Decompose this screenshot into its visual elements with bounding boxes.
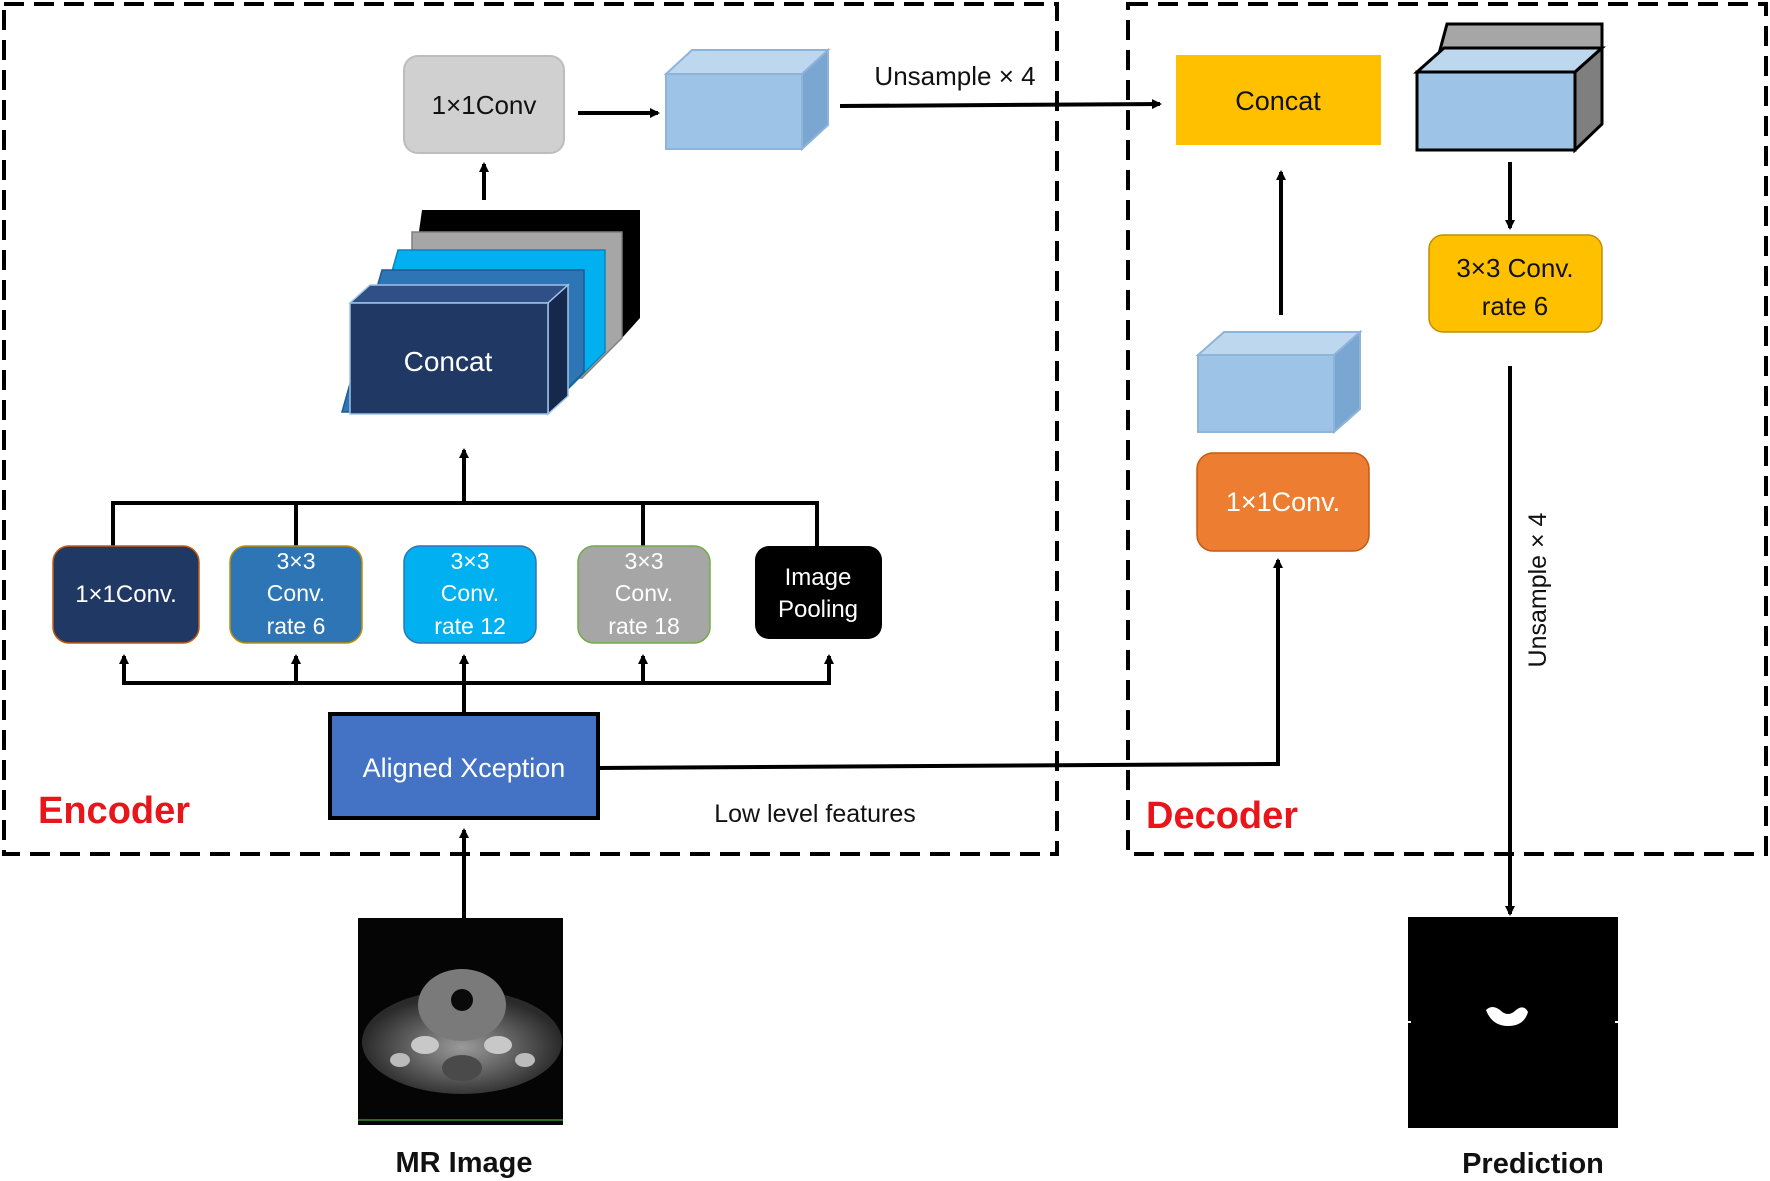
branch-image-pooling-line2: Pooling [778,596,858,623]
decoder-concat-cuboid [1413,22,1606,154]
encoder-feature-cuboid [663,47,831,152]
decoder-low-level-cuboid [1195,329,1363,435]
backbone-box [328,712,600,820]
prediction-label: Prediction [1462,1148,1604,1180]
encoder-concat-stack [341,210,640,416]
arrow-upsample-to-decoder-concat [839,99,1162,110]
decoder-concat-label: Concat [1235,86,1321,116]
decoder-conv3x3-box [1428,234,1603,333]
branch-3x3-rate18-line3: rate 18 [608,613,680,639]
branch-3x3-rate6-line3: rate 6 [267,613,326,639]
branch-3x3-rate12-line2: Conv. [441,580,499,606]
branch-3x3-rate6-line1: 3×3 [276,548,315,574]
encoder-upsample-label: Unsample × 4 [874,61,1035,91]
branch-3x3-rate18-line2: Conv. [615,580,673,606]
branch-3x3-rate12-box [403,545,537,644]
decoder-concat-box [1176,55,1381,145]
branch-3x3-rate18-box [577,545,711,644]
decoder-conv3x3-line1: 3×3 Conv. [1456,253,1573,283]
decoder-label: Decoder [1146,795,1298,837]
branch-image-pooling-line1: Image [785,564,852,591]
branch-3x3-rate18-line1: 3×3 [624,548,663,574]
branch-3x3-rate6-line2: Conv. [267,580,325,606]
decoder-conv1x1-box [1196,452,1370,552]
branch-3x3-rate6-box [229,545,363,644]
encoder-label: Encoder [38,790,190,832]
backbone-label: Aligned Xception [363,753,566,783]
branch-1x1conv-label: 1×1Conv. [75,581,177,608]
encoder-conv1x1-label: 1×1Conv [432,90,537,120]
branch-image-pooling-box [755,546,882,639]
branch-1x1conv-box [52,545,200,644]
prediction-image [1408,917,1618,1128]
encoder-concat-label: Concat [404,346,493,377]
decoder-conv3x3-line2: rate 6 [1482,291,1549,321]
low-level-features-label: Low level features [714,800,916,828]
encoder-frame [2,2,1059,856]
decoder-upsample-label: Unsample × 4 [1524,512,1552,667]
mr-image-label: MR Image [396,1147,533,1179]
decoder-conv1x1-label: 1×1Conv. [1226,487,1340,517]
branch-3x3-rate12-line3: rate 12 [434,613,506,639]
branch-3x3-rate12-line1: 3×3 [450,548,489,574]
decoder-frame [1126,2,1768,856]
low-level-features-path [597,558,1283,770]
encoder-conv1x1-box [403,55,565,154]
mr-image [358,918,563,1125]
